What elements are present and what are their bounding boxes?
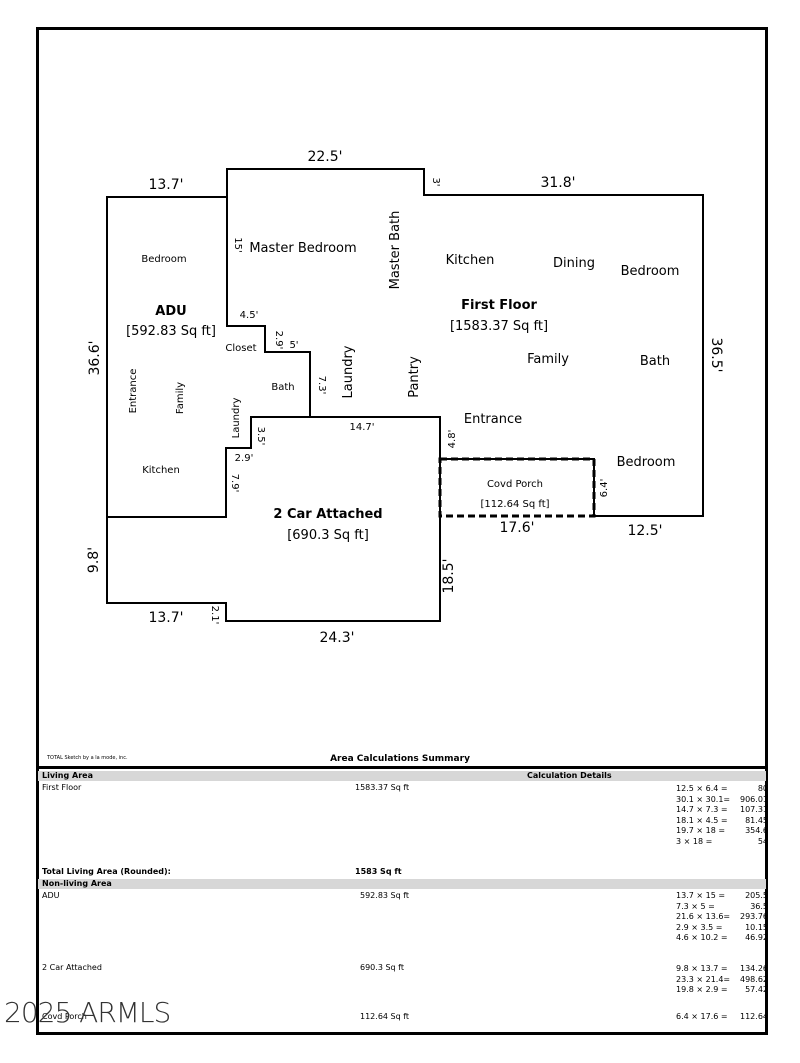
dimension-label: 7.9' bbox=[229, 474, 240, 493]
living-area-header: Living Area bbox=[42, 771, 93, 780]
dimension-label: 2.9' bbox=[235, 453, 254, 464]
dimension-label: 2.9' bbox=[273, 331, 284, 350]
first-floor-calcs: 12.5 × 6.4 =80 30.1 × 30.1=906.01 14.7 ×… bbox=[676, 784, 768, 847]
dimension-label: 31.8' bbox=[540, 175, 575, 191]
software-credit: TOTAL Sketch by a la mode, inc. bbox=[47, 755, 128, 761]
room-label: Pantry bbox=[407, 356, 422, 398]
calc-row: 19.8 × 2.9 =57.42 bbox=[676, 985, 768, 994]
room-label: Kitchen bbox=[446, 253, 495, 268]
total-living-label: Total Living Area (Rounded): bbox=[42, 867, 171, 876]
porch-calcs: 6.4 × 17.6 =112.64 bbox=[676, 1012, 768, 1023]
calc-row: 30.1 × 30.1=906.01 bbox=[676, 794, 768, 804]
page-frame bbox=[36, 27, 768, 1035]
dimension-label: 4.8' bbox=[447, 430, 458, 449]
dimension-label: 6.4' bbox=[599, 479, 610, 498]
room-label: Entrance bbox=[128, 369, 139, 414]
room-label: Laundry bbox=[231, 398, 242, 439]
dimension-label: 13.7' bbox=[148, 610, 183, 626]
calc-row: 7.3 × 5 =36.5 bbox=[676, 901, 768, 911]
dimension-label: 14.7' bbox=[349, 422, 374, 433]
garage-area: 690.3 Sq ft bbox=[360, 963, 404, 972]
dimension-label: 5' bbox=[289, 340, 298, 351]
dimension-label: 7.3' bbox=[316, 376, 327, 395]
dimension-label: 9.8' bbox=[86, 547, 102, 573]
calc-row: 9.8 × 13.7 =134.26 bbox=[676, 964, 768, 973]
room-label: Bath bbox=[640, 354, 670, 369]
porch-label: Covd Porch bbox=[42, 1012, 87, 1021]
dimension-label: 17.6' bbox=[499, 520, 534, 536]
first-floor-name: First Floor bbox=[461, 298, 537, 313]
dimension-label: 15' bbox=[232, 237, 243, 252]
dimension-label: 3.5' bbox=[255, 427, 266, 446]
adu-area: 592.83 Sq ft bbox=[360, 891, 410, 900]
room-label: Bedroom bbox=[621, 264, 680, 279]
summary-divider bbox=[38, 766, 766, 769]
garage-size: [690.3 Sq ft] bbox=[287, 528, 369, 543]
dimension-label: 3' bbox=[430, 177, 441, 186]
dimension-label: 22.5' bbox=[307, 149, 342, 165]
calc-row: 23.3 × 21.4=498.62 bbox=[676, 974, 768, 984]
calc-row: 19.7 × 18 =354.6 bbox=[676, 826, 768, 835]
armls-watermark: 2025 ARMLS bbox=[4, 996, 171, 1029]
nonliving-band bbox=[38, 879, 766, 889]
first-floor-size: [1583.37 Sq ft] bbox=[450, 319, 548, 334]
porch-area: 112.64 Sq ft bbox=[360, 1012, 410, 1021]
room-label: Family bbox=[175, 382, 186, 414]
porch-outline bbox=[438, 457, 596, 518]
room-label: Dining bbox=[553, 256, 595, 271]
adu-name: ADU bbox=[155, 304, 186, 319]
calc-row: 3 × 18 =54 bbox=[676, 836, 768, 846]
garage-label: 2 Car Attached bbox=[42, 963, 102, 972]
room-label: Entrance bbox=[464, 412, 522, 427]
calc-row: 4.6 × 10.2 =46.92 bbox=[676, 933, 768, 942]
dimension-label: 12.5' bbox=[627, 523, 662, 539]
room-label: Bedroom bbox=[141, 254, 186, 265]
dimension-label: 2.1' bbox=[209, 606, 220, 625]
dimension-label: 36.6' bbox=[87, 340, 103, 375]
adu-calcs: 13.7 × 15 =205.5 7.3 × 5 =36.5 21.6 × 13… bbox=[676, 891, 768, 944]
dimension-label: 36.5' bbox=[708, 337, 724, 372]
first-floor-area: 1583.37 Sq ft bbox=[355, 783, 410, 792]
floor-plan: ADU [592.83 Sq ft] First Floor [1583.37 … bbox=[86, 149, 724, 646]
adu-label: ADU bbox=[42, 891, 60, 900]
room-label: Family bbox=[527, 352, 569, 367]
room-label: Master Bath bbox=[388, 211, 403, 290]
dimension-label: 4.5' bbox=[240, 310, 259, 321]
garage-outline bbox=[106, 416, 441, 622]
calc-row: 12.5 × 6.4 =80 bbox=[676, 784, 768, 793]
room-label: Laundry bbox=[341, 345, 356, 398]
calc-details-header: Calculation Details bbox=[527, 771, 612, 780]
living-area-band bbox=[38, 771, 766, 781]
total-living-value: 1583 Sq ft bbox=[355, 867, 402, 876]
nonliving-header: Non-living Area bbox=[42, 879, 112, 888]
calc-row: 21.6 × 13.6=293.76 bbox=[676, 912, 768, 921]
porch-size: [112.64 Sq ft] bbox=[480, 499, 549, 510]
garage-name: 2 Car Attached bbox=[273, 507, 382, 522]
calc-row: 6.4 × 17.6 =112.64 bbox=[676, 1012, 768, 1021]
calc-row: 18.1 × 4.5 =81.45 bbox=[676, 815, 768, 825]
dimension-label: 18.5' bbox=[441, 558, 457, 593]
dimension-label: 13.7' bbox=[148, 177, 183, 193]
first-floor-label: First Floor bbox=[42, 783, 82, 792]
dimension-label: 24.3' bbox=[319, 630, 354, 646]
room-label: Kitchen bbox=[142, 465, 180, 476]
room-label: Master Bedroom bbox=[249, 241, 356, 256]
room-label: Bath bbox=[271, 382, 294, 393]
room-label: Bedroom bbox=[617, 455, 676, 470]
calc-row: 2.9 × 3.5 =10.15 bbox=[676, 922, 768, 932]
garage-calcs: 9.8 × 13.7 =134.26 23.3 × 21.4=498.62 19… bbox=[676, 964, 768, 996]
calc-row: 14.7 × 7.3 =107.31 bbox=[676, 805, 768, 814]
room-label: Closet bbox=[225, 343, 256, 354]
porch-name: Covd Porch bbox=[487, 479, 543, 490]
adu-size: [592.83 Sq ft] bbox=[126, 324, 216, 339]
summary-title: Area Calculations Summary bbox=[330, 754, 470, 764]
calc-row: 13.7 × 15 =205.5 bbox=[676, 891, 768, 900]
